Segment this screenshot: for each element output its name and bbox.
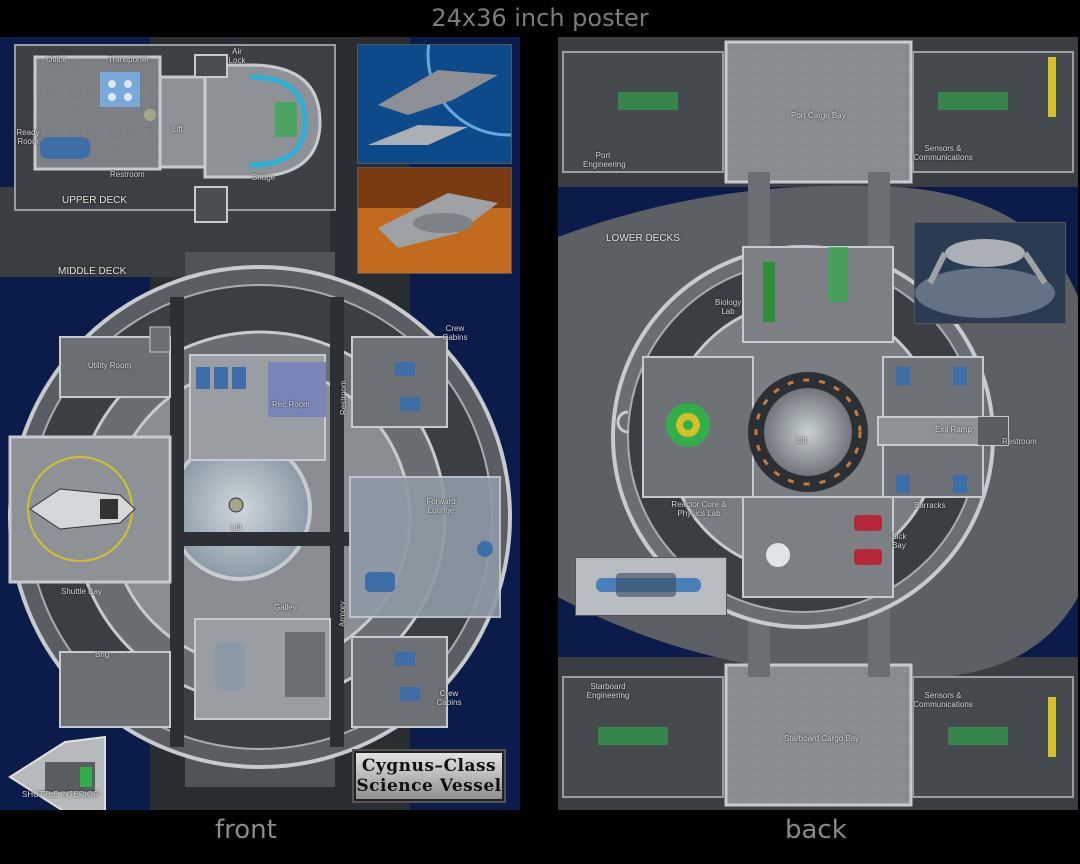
room-label-starboard-engineering: Starboard Engineering	[586, 682, 630, 700]
room-label-shuttle-interior: SHUTTLE INTERIOR	[22, 790, 99, 799]
room-label-forward-lounge: Forward Lounge	[426, 497, 456, 515]
room-label-lift-upper: Lift	[172, 125, 183, 134]
room-label-bridge: Bridge	[252, 173, 276, 182]
room-label-air-lock: Air Lock	[228, 47, 246, 65]
room-label-crew-cabins-top: Crew Cabins	[442, 324, 468, 342]
ship-render-thumbnail-1	[357, 44, 512, 164]
deck-label-lower: LOWER DECKS	[606, 233, 680, 244]
ship-class-nameplate: Cygnus–Class Science Vessel	[352, 749, 506, 803]
ship-render-thumbnail-2	[357, 167, 512, 274]
room-label-sick-bay: Sick Bay	[891, 532, 907, 550]
room-label-utility-room: Utility Room	[88, 361, 132, 370]
back-poster: Port Cargo Bay Port Engineering Sensors …	[558, 37, 1078, 810]
room-label-transporter: Transporter	[108, 55, 150, 64]
room-label-crew-cabins-bottom: Crew Cabins	[436, 689, 462, 707]
room-label-reactor-core: Reactor Core & Physics Lab	[671, 500, 727, 518]
room-label-restroom: Restroom	[1002, 437, 1037, 446]
deck-label-middle: MIDDLE DECK	[58, 266, 127, 277]
room-label-sensors-bottom: Sensors & Communications	[913, 691, 973, 709]
room-label-starboard-cargo-bay: Starboard Cargo Bay	[784, 734, 860, 743]
room-label-armory: Armory	[338, 601, 347, 627]
room-label-restroom-upper: Restroom	[110, 170, 145, 179]
front-deck-plan	[0, 37, 520, 810]
ship-render-thumbnail-4	[575, 557, 727, 616]
room-label-rec-room: Rec Room	[272, 400, 310, 409]
room-label-biology-lab: Biology Lab	[715, 298, 742, 316]
room-label-brig: Brig	[95, 650, 110, 659]
back-deck-plan	[558, 37, 1078, 810]
room-label-restroom-mid: Restroom	[339, 380, 348, 415]
room-label-office: Office	[46, 55, 67, 64]
ship-class-line1: Cygnus–Class	[361, 756, 497, 776]
room-label-port-cargo-bay: Port Cargo Bay	[791, 111, 846, 120]
ship-render-thumbnail-3	[914, 222, 1066, 324]
back-side-label: back	[785, 815, 847, 845]
room-label-lift-mid: Lift	[231, 523, 242, 532]
room-label-galley: Galley	[274, 603, 297, 612]
room-label-ready-room: Ready Room	[16, 128, 40, 146]
ship-class-line2: Science Vessel	[356, 776, 502, 796]
room-label-port-engineering: Port Engineering	[583, 151, 626, 169]
deck-label-upper: UPPER DECK	[62, 195, 128, 206]
room-label-barracks: Barracks	[914, 501, 946, 510]
room-label-exit-ramp: Exit Ramp	[935, 425, 972, 434]
room-label-lift: Lift	[796, 436, 807, 445]
room-label-shuttle-bay: Shuttle Bay	[61, 587, 102, 596]
front-side-label: front	[215, 815, 277, 845]
room-label-sensors-top: Sensors & Communications	[913, 144, 973, 162]
poster-size-title: 24x36 inch poster	[431, 4, 649, 32]
front-poster: Office Transporter Air Lock Ready Room L…	[0, 37, 520, 810]
